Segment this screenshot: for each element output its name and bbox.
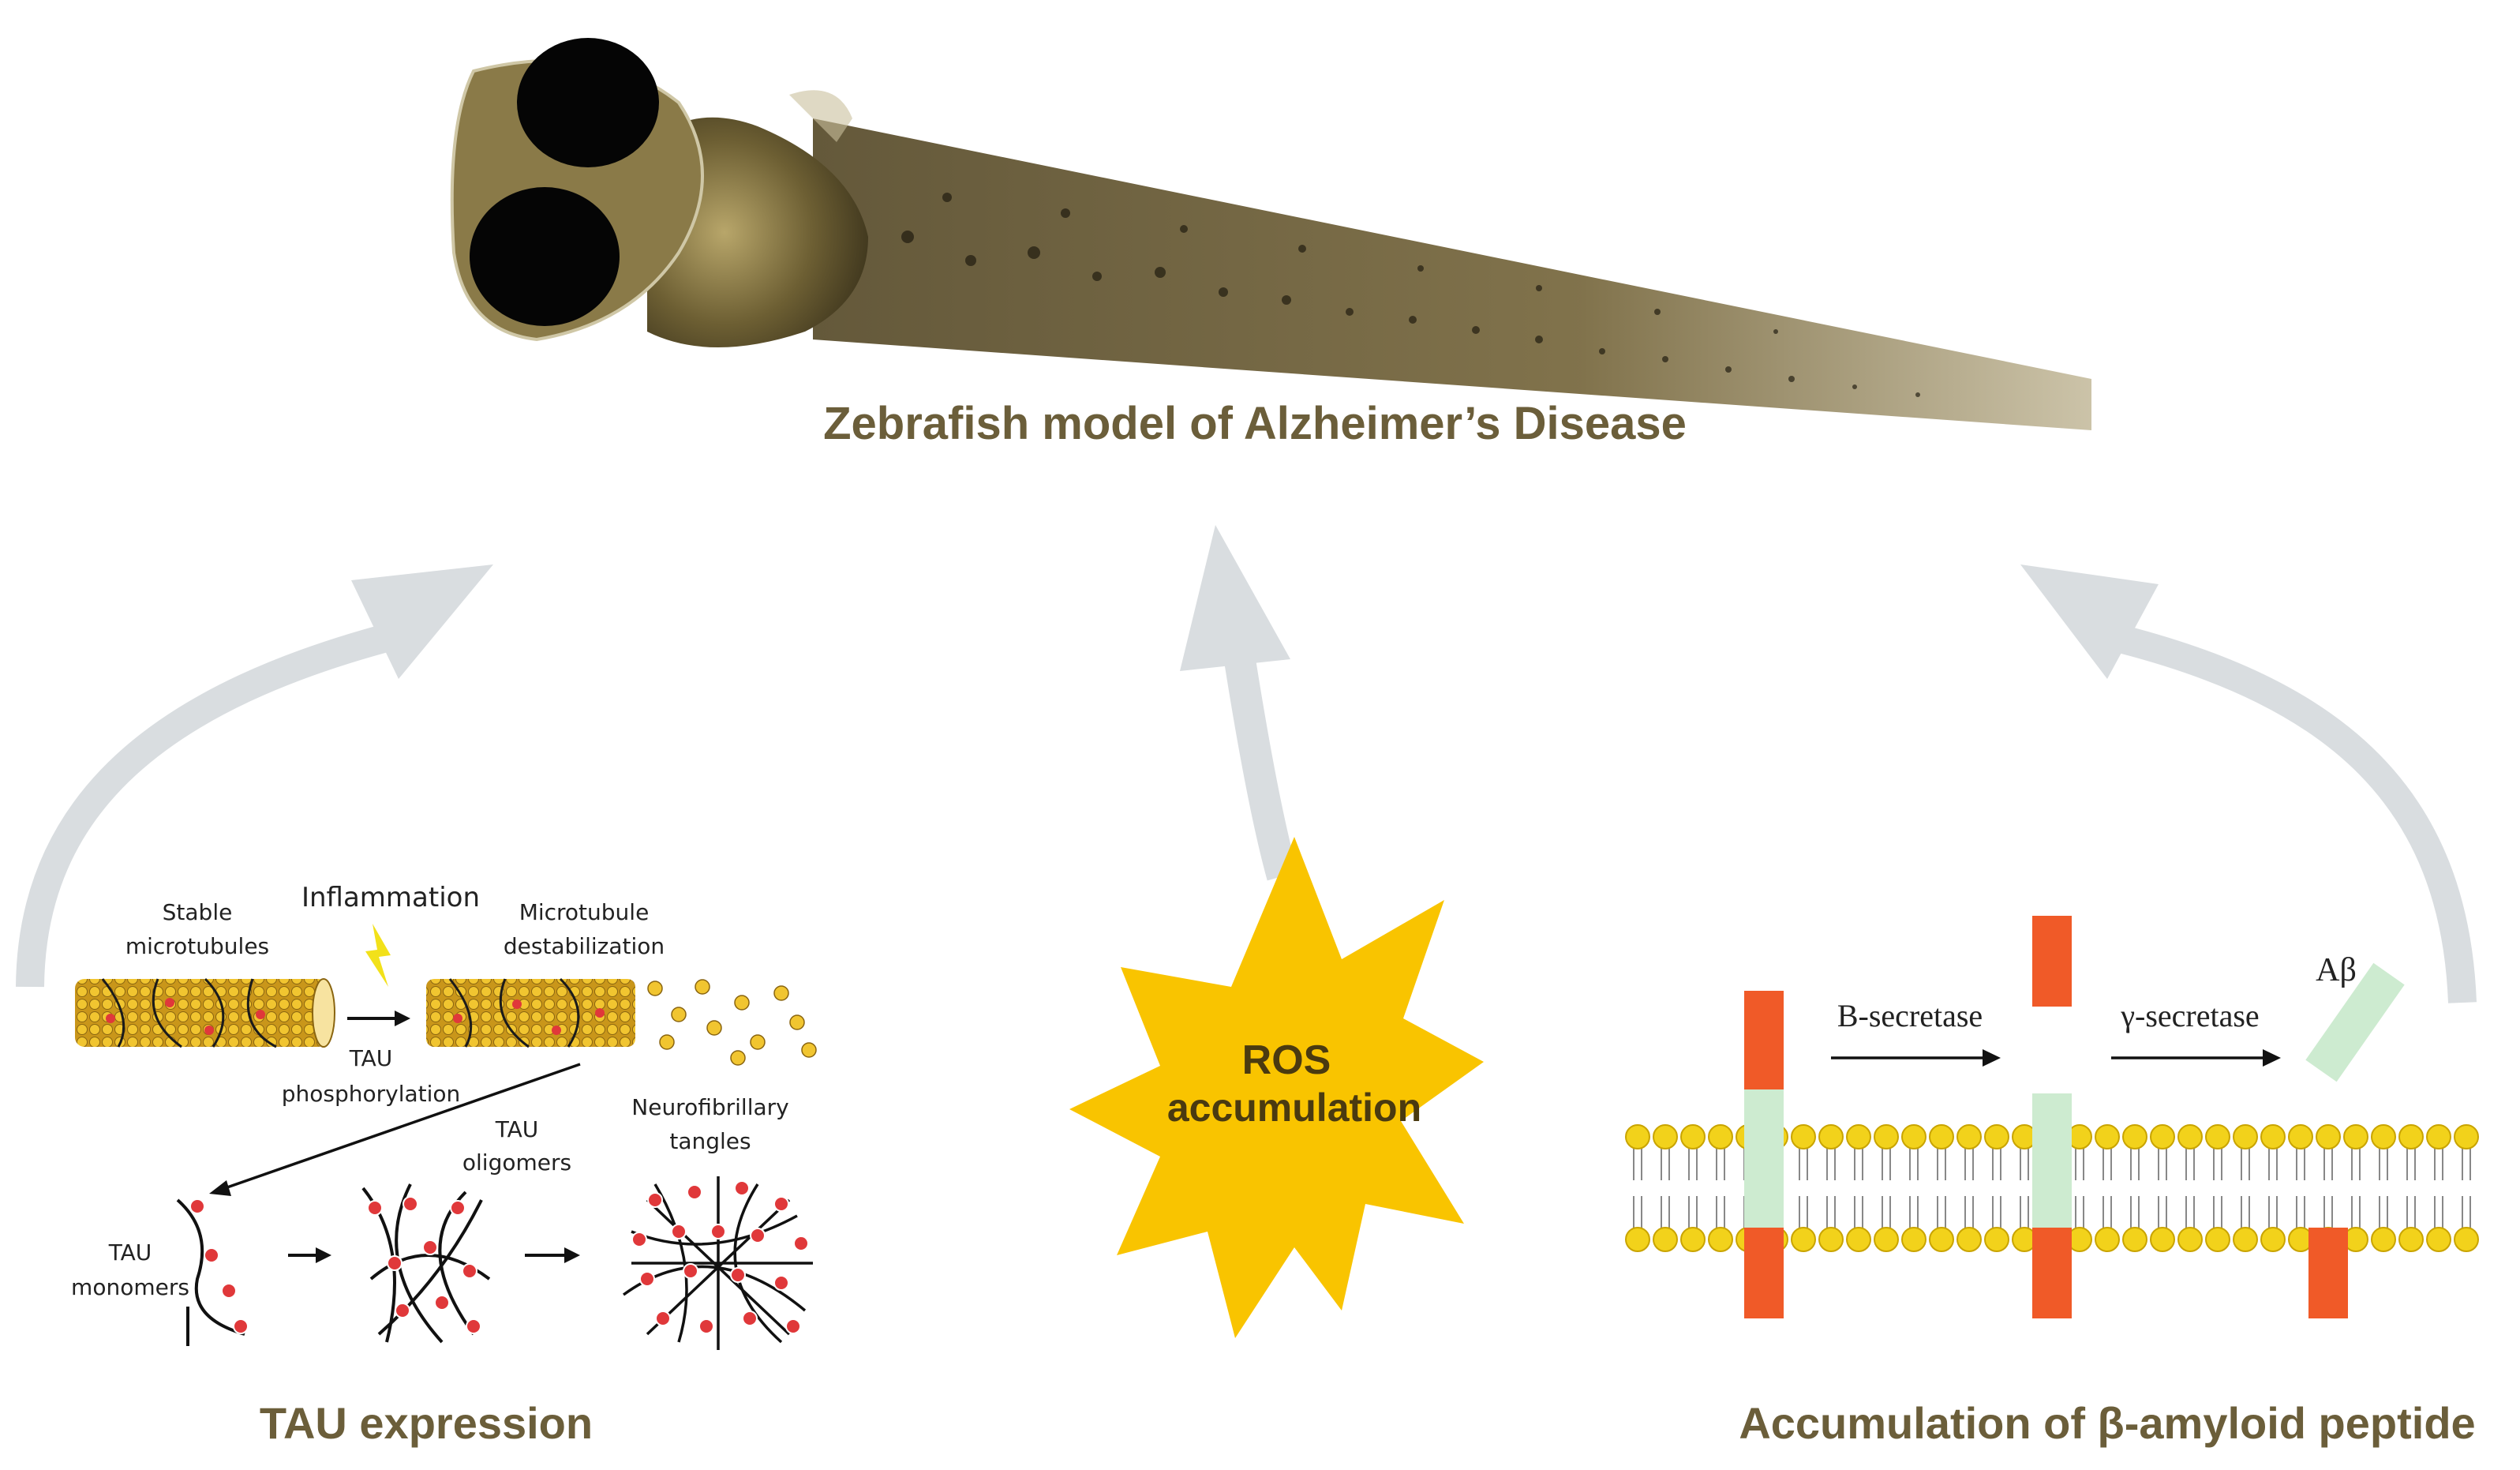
abeta-fragment — [2305, 962, 2405, 1082]
lipid-head — [2150, 1124, 2175, 1149]
lipid-head — [1901, 1227, 1927, 1252]
monomers-label-2: monomers — [71, 1274, 189, 1300]
lipid-head — [2454, 1227, 2479, 1252]
lipid-head — [1901, 1124, 1927, 1149]
oligomers-label-1: TAU — [495, 1116, 539, 1142]
lipid-head — [2260, 1227, 2286, 1252]
tau-panel: Stable microtubules Inflammation Microtu… — [71, 882, 817, 1350]
tubulin-fragments — [647, 979, 817, 1066]
lipid-head — [1846, 1227, 1871, 1252]
lipid-head — [1625, 1124, 1650, 1149]
lipid-head — [2205, 1227, 2230, 1252]
lipid-head — [2177, 1227, 2203, 1252]
lipid-head — [1653, 1124, 1678, 1149]
destabilization-label-2: destabilization — [504, 933, 665, 959]
lipid-head — [1929, 1227, 1954, 1252]
lipid-head — [1791, 1227, 1816, 1252]
arrow-amyloid-to-model — [2119, 625, 2477, 1003]
lipid-head — [2398, 1227, 2424, 1252]
app-protein-full — [1744, 991, 1784, 1318]
app-protein-cleaved — [2032, 916, 2072, 1318]
tangles-label-2: tangles — [669, 1128, 751, 1154]
gamma-secretase-label: γ-secretase — [2120, 998, 2259, 1033]
lightning-icon — [365, 924, 391, 987]
monomers-label-1: TAU — [108, 1239, 152, 1266]
beta-secretase-label: Β-secretase — [1837, 998, 1983, 1033]
lipid-head — [1708, 1124, 1733, 1149]
model-title: Zebrafish model of Alzheimer’s Disease — [823, 398, 1687, 449]
ros-label-line2: accumulation — [1167, 1086, 1421, 1130]
lipid-head — [2426, 1124, 2451, 1149]
lipid-head — [1846, 1124, 1871, 1149]
arrow-tau-to-model — [16, 617, 414, 988]
lipid-head — [2205, 1124, 2230, 1149]
app-stub — [2308, 1228, 2348, 1318]
lipid-head — [2233, 1124, 2258, 1149]
lipid-head — [1874, 1124, 1899, 1149]
phosphorylation-label-2: phosphorylation — [282, 1081, 461, 1107]
tau-monomers — [176, 1198, 249, 1346]
lipid-head — [2122, 1124, 2147, 1149]
lipid-head — [2288, 1124, 2313, 1149]
lipid-head — [2150, 1227, 2175, 1252]
lipid-head — [1818, 1227, 1844, 1252]
ros-label-line1: ROS — [1242, 1037, 1331, 1083]
lipid-head — [2454, 1124, 2479, 1149]
stable-microtubules-label-1: Stable — [163, 899, 233, 925]
lipid-head — [1680, 1227, 1706, 1252]
stable-microtubule — [75, 979, 328, 1047]
lipid-head — [2095, 1124, 2120, 1149]
lipid-head — [1874, 1227, 1899, 1252]
lipid-head — [2095, 1227, 2120, 1252]
lipid-head — [2371, 1124, 2396, 1149]
amyloid-title: Accumulation of β-amyloid peptide — [1739, 1398, 2475, 1448]
lipid-head — [1984, 1227, 2009, 1252]
lipid-head — [2398, 1124, 2424, 1149]
lipid-head — [1791, 1124, 1816, 1149]
arrow-ros-to-model — [1180, 525, 1298, 881]
lipid-head — [2426, 1227, 2451, 1252]
oligomers-label-2: oligomers — [462, 1149, 571, 1176]
destabilized-microtubule — [426, 979, 635, 1047]
lipid-head — [1680, 1124, 1706, 1149]
destabilization-label-1: Microtubule — [519, 899, 650, 925]
zebrafish-image — [450, 38, 2091, 430]
phosphorylation-label-1: TAU — [349, 1045, 393, 1071]
lipid-head — [1929, 1124, 1954, 1149]
lipid-head — [2371, 1227, 2396, 1252]
lipid-head — [1818, 1124, 1844, 1149]
arrow-head-amyloid — [2020, 564, 2159, 679]
lipid-head — [1956, 1124, 1982, 1149]
lipid-head — [2316, 1124, 2341, 1149]
lipid-head — [2122, 1227, 2147, 1252]
lipid-head — [2260, 1124, 2286, 1149]
amyloid-panel: Β-secretase γ-secretase Aβ — [1622, 916, 2479, 1318]
lipid-head — [1708, 1227, 1733, 1252]
lipid-head — [1984, 1124, 2009, 1149]
lipid-head — [2177, 1124, 2203, 1149]
tau-title: TAU expression — [260, 1398, 593, 1448]
arrow-head-tau — [351, 564, 493, 679]
stable-microtubules-label-2: microtubules — [125, 933, 269, 959]
lipid-head — [1625, 1227, 1650, 1252]
inflammation-label: Inflammation — [301, 882, 480, 913]
tangles-label-1: Neurofibrillary — [631, 1094, 788, 1120]
lipid-head — [1956, 1227, 1982, 1252]
lipid-head — [1653, 1227, 1678, 1252]
lipid-head — [2343, 1124, 2368, 1149]
lipid-head — [2233, 1227, 2258, 1252]
ros-starburst — [1069, 837, 1484, 1338]
abeta-label: Aβ — [2316, 952, 2357, 988]
